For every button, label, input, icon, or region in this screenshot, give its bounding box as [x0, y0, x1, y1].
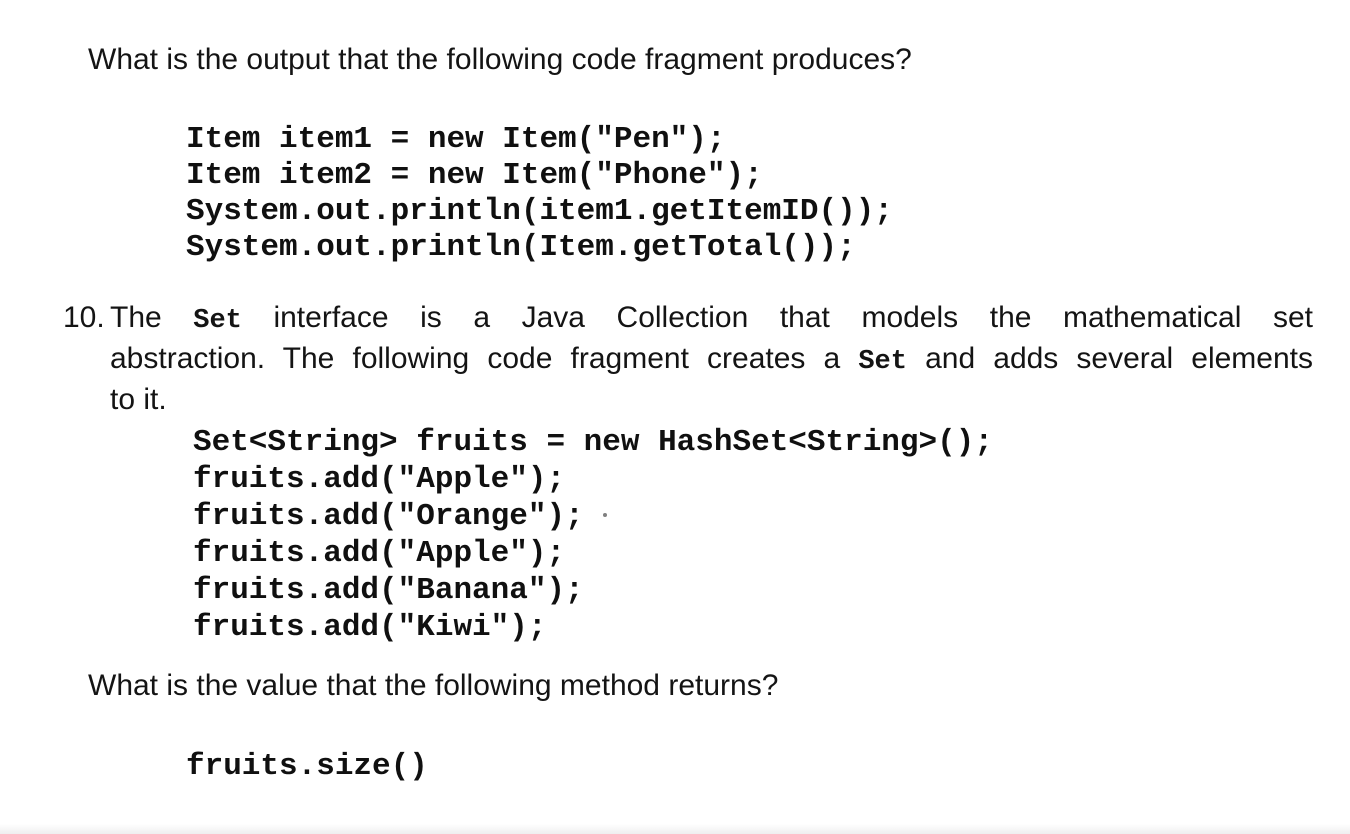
code-line: fruits.add("Orange");	[193, 499, 584, 534]
code-line: fruits.add("Apple");	[193, 536, 566, 571]
question10: 10. The Set interface is a Java Collecti…	[63, 299, 1313, 419]
set-keyword: Set	[193, 306, 242, 336]
code-line: System.out.println(Item.getTotal());	[186, 230, 856, 265]
question10-line1-text-a: The	[110, 301, 194, 334]
code-line: Item item1 = new Item("Pen");	[186, 122, 726, 157]
code-line: Item item2 = new Item("Phone");	[186, 158, 763, 193]
code-block-set: Set<String> fruits = new HashSet<String>…	[193, 424, 993, 646]
code-line: fruits.size()	[186, 749, 428, 784]
code-line: System.out.println(item1.getItemID());	[186, 194, 893, 229]
code-line: fruits.add("Apple");	[193, 462, 566, 497]
code-line: fruits.add("Banana");	[193, 573, 584, 608]
code-expression-fruits-size: fruits.size()	[186, 748, 428, 785]
scan-edge-shadow	[0, 824, 1350, 834]
question10-line2-text-b: and adds several elements	[906, 342, 1313, 375]
code-line: Set<String> fruits = new HashSet<String>…	[193, 425, 993, 460]
question10-line2: abstraction. The following code fragment…	[110, 340, 1313, 381]
question10-text: The Set interface is a Java Collection t…	[110, 299, 1313, 419]
question10-line1-text-b: interface is a Java Collection that mode…	[241, 301, 1314, 334]
question10-line1: The Set interface is a Java Collection t…	[110, 299, 1313, 340]
question9-prompt: What is the output that the following co…	[88, 43, 912, 76]
scan-speck	[603, 513, 607, 517]
question10-prompt: What is the value that the following met…	[88, 669, 779, 702]
code-block-item: Item item1 = new Item("Pen");Item item2 …	[186, 122, 893, 266]
code-line: fruits.add("Kiwi");	[193, 610, 547, 645]
set-keyword: Set	[858, 347, 907, 377]
question10-line3: to it.	[110, 383, 167, 416]
question10-line2-text-a: abstraction. The following code fragment…	[110, 342, 859, 375]
question10-number: 10.	[63, 301, 105, 334]
